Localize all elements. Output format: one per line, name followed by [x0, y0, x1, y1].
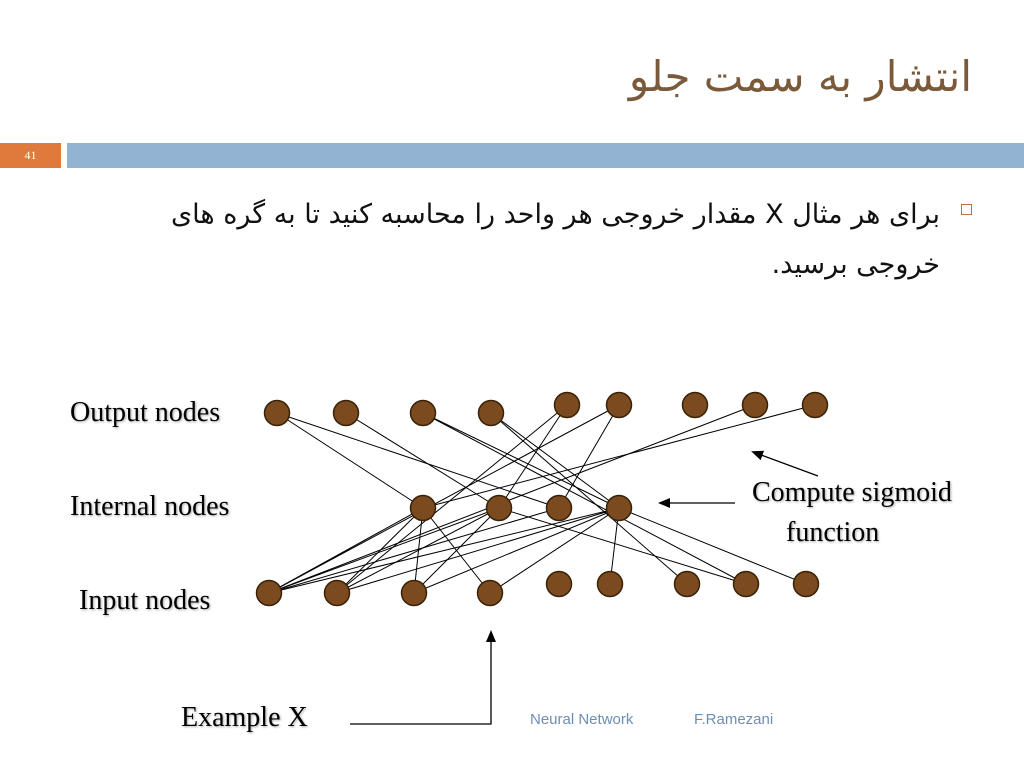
bullet-text: برای هر مثال X مقدار خروجی هر واحد را مح… — [171, 199, 940, 280]
input-node-2 — [400, 579, 428, 607]
input-node-8 — [792, 570, 820, 598]
footer-course: Neural Network — [530, 711, 634, 728]
input-node-3 — [476, 579, 504, 607]
edge-input-2-internal-0 — [413, 507, 424, 594]
output-node-2 — [409, 399, 437, 427]
square-bullet-icon — [961, 204, 972, 215]
edge-input-0-output-5 — [268, 404, 620, 594]
edge-input-1-internal-3 — [336, 507, 620, 594]
edge-input-6-output-3 — [490, 412, 688, 585]
compute-sigmoid-label-line1: Compute sigmoid — [752, 477, 952, 508]
header-bar — [67, 143, 1024, 168]
edge-internal-1-output-1 — [345, 412, 500, 509]
edge-input-7-internal-1 — [498, 507, 747, 585]
edge-input-8-internal-3 — [618, 507, 807, 585]
edge-input-7-output-2 — [422, 412, 747, 585]
edge-input-0-internal-1 — [268, 507, 500, 594]
input-node-5 — [596, 570, 624, 598]
edge-internal-0-output-8 — [422, 404, 816, 509]
edge-input-0-output-7 — [268, 404, 756, 594]
edge-input-0-internal-3 — [268, 507, 620, 594]
internal-node-2 — [545, 494, 573, 522]
internal-node-3 — [605, 494, 633, 522]
bullet-item: برای هر مثال X مقدار خروجی هر واحد را مح… — [132, 190, 972, 290]
slide-title: انتشار به سمت جلو — [628, 52, 972, 101]
input-node-1 — [323, 579, 351, 607]
edge-input-0-internal-2 — [268, 507, 560, 594]
internal-nodes-label: Internal nodes — [70, 491, 230, 522]
edge-input-2-internal-3 — [413, 507, 620, 594]
input-node-0 — [255, 579, 283, 607]
output-node-3 — [477, 399, 505, 427]
edge-input-3-internal-0 — [422, 507, 491, 594]
edge-input-3-internal-3 — [489, 507, 620, 594]
edge-internal-2-output-5 — [558, 404, 620, 509]
edge-input-1-output-4 — [336, 404, 568, 594]
edge-internal-2-output-0 — [276, 412, 560, 509]
input-nodes-label: Input nodes — [79, 585, 211, 616]
output-nodes-label: Output nodes — [70, 397, 221, 428]
example-x-label: Example X — [181, 702, 308, 733]
edges-group — [268, 404, 816, 594]
arrows-group — [350, 450, 819, 725]
footer-author: F.Ramezani — [694, 711, 774, 728]
edge-internal-1-output-4 — [498, 404, 568, 509]
input-node-7 — [732, 570, 760, 598]
example-input-arrow — [350, 630, 496, 725]
output-node-7 — [741, 391, 769, 419]
output-arrow — [751, 450, 819, 477]
output-node-6 — [681, 391, 709, 419]
edge-internal-3-output-2 — [422, 412, 620, 509]
slide-number: 41 — [0, 143, 61, 168]
output-node-0 — [263, 399, 291, 427]
nodes-group — [255, 391, 829, 607]
input-node-6 — [673, 570, 701, 598]
edge-internal-0-output-0 — [276, 412, 424, 509]
output-node-5 — [605, 391, 633, 419]
edge-internal-3-output-3 — [490, 412, 620, 509]
internal-node-0 — [409, 494, 437, 522]
output-node-8 — [801, 391, 829, 419]
compute-sigmoid-label-line2: function — [786, 517, 880, 548]
input-node-4 — [545, 570, 573, 598]
output-node-4 — [553, 391, 581, 419]
internal-node-1 — [485, 494, 513, 522]
output-node-1 — [332, 399, 360, 427]
